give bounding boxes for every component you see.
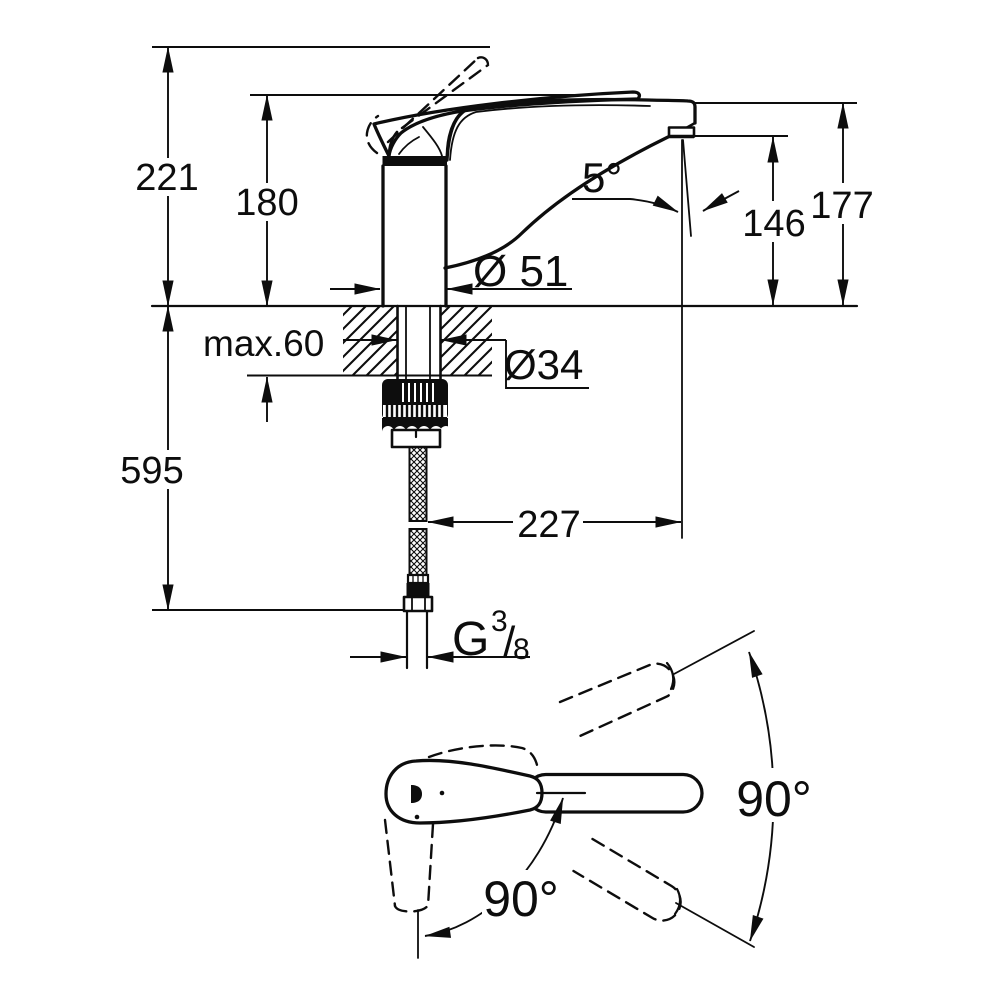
top-view: 90° 90°: [383, 630, 814, 959]
raised-handle-tip: [476, 56, 490, 67]
handle-raised-dashed: [365, 56, 490, 155]
counter-hatch-left: [343, 306, 398, 376]
dim-spout-angle-5deg: 5°: [572, 154, 740, 213]
handle-raised-dashed-top-view: [427, 744, 540, 773]
dim-227-label: 227: [517, 504, 580, 546]
dia34-leader: [505, 340, 589, 389]
knob-right-edge: [426, 822, 435, 908]
dim-177-label: 177: [810, 185, 873, 227]
dim-thread-g38: G 3 / 8: [350, 605, 530, 667]
dim-595-mask: [121, 450, 184, 489]
dim-outlet-height-146: 146: [741, 136, 807, 306]
nut-scallop: [440, 426, 452, 438]
dim-overall-height-221: 221: [135, 46, 199, 307]
dim-reach-227: 227: [427, 502, 682, 546]
handle-logo-mark: [411, 785, 422, 803]
dim-5deg-label: 5°: [582, 154, 622, 201]
thread-slash: /: [503, 618, 516, 667]
hose-fitting-sleeve: [406, 583, 430, 597]
mounting-hardware: [382, 379, 452, 670]
dim-shank-diameter-34: Ø34: [343, 334, 589, 389]
faucet-collar-band: [382, 156, 447, 166]
thread-denominator: 8: [513, 633, 530, 666]
spout-inner-line: [449, 104, 651, 161]
dim-total-height-177: 177: [808, 102, 876, 306]
spout-upper-45-outline: [558, 662, 676, 738]
knob-bottom-arc: [393, 903, 430, 913]
dim-90r-mask: [734, 768, 814, 822]
angle-leader-right: [702, 190, 740, 212]
dim-max-deck-thickness: max.60: [203, 323, 324, 422]
braided-hose-upper: [408, 446, 428, 522]
spout-top-edge: [445, 97, 697, 162]
raised-handle-upper-edge: [400, 63, 490, 130]
dim-34-label: Ø34: [504, 341, 583, 388]
hex-nut-facets: [411, 596, 426, 612]
dim-90b-mask: [482, 870, 560, 924]
spout-dashed-lower: [572, 837, 755, 948]
dim-177-mask: [808, 183, 876, 224]
dim-595-label: 595: [120, 450, 183, 492]
dim-180-mask: [236, 183, 297, 221]
handle-dot-1: [439, 790, 445, 796]
handle-detail-line-1: [398, 136, 420, 155]
handle-detail-line-2: [422, 126, 443, 157]
dim-51-label: Ø 51: [473, 247, 568, 296]
nut-band-teeth: [385, 404, 444, 418]
nut-knurl-stripes: [402, 383, 434, 402]
dim-swivel-right-90: 90°: [734, 651, 814, 942]
spout-dashed-upper: [558, 630, 755, 738]
swivel-line-upper: [673, 630, 755, 675]
angle-leader-left: [572, 195, 679, 213]
thread-numerator: 3: [491, 605, 508, 638]
braided-hose-lower: [408, 528, 428, 576]
spout-bottom-edge: [443, 135, 670, 270]
handle-forward-dashed: [383, 818, 435, 959]
dim-max60-label: max.60: [203, 323, 324, 364]
spout-upper-tip-tick: [665, 661, 675, 691]
dim-227-mask: [513, 502, 583, 543]
dim-90-lower-label: 90°: [483, 871, 559, 927]
swivel-line-lower: [675, 902, 755, 948]
faucet-side: [365, 56, 697, 539]
raised-handle-pivot: [365, 114, 380, 155]
thread-g-label: G: [452, 613, 489, 666]
countertop-section: [343, 304, 492, 382]
hose-hex-nut: [402, 595, 434, 613]
ferrule-ticks: [412, 575, 424, 583]
dim-hose-length-595: 595: [120, 305, 184, 611]
knob-left-edge: [383, 818, 397, 908]
dim-146-mask: [741, 201, 807, 242]
counter-hatch-right: [441, 306, 492, 376]
side-view: 221 180 595 max.60 146 177: [120, 46, 876, 670]
dim-146-label: 146: [742, 203, 805, 245]
dim-swivel-lower-90: 90°: [424, 797, 564, 938]
dim-90-right-label: 90°: [736, 771, 812, 827]
dim-body-height-180: 180: [235, 94, 299, 307]
dim-180-label: 180: [235, 182, 298, 224]
spout-lower-45-outline: [572, 837, 682, 922]
handle-dot-2: [414, 814, 420, 820]
stream-angled-line: [682, 139, 692, 237]
handle-top-view: [384, 758, 544, 825]
spout-lower-tip-tick: [673, 887, 682, 916]
dim-221-mask: [137, 158, 198, 196]
dim-base-diameter-51: Ø 51: [330, 247, 572, 296]
dim-221-label: 221: [135, 157, 198, 199]
